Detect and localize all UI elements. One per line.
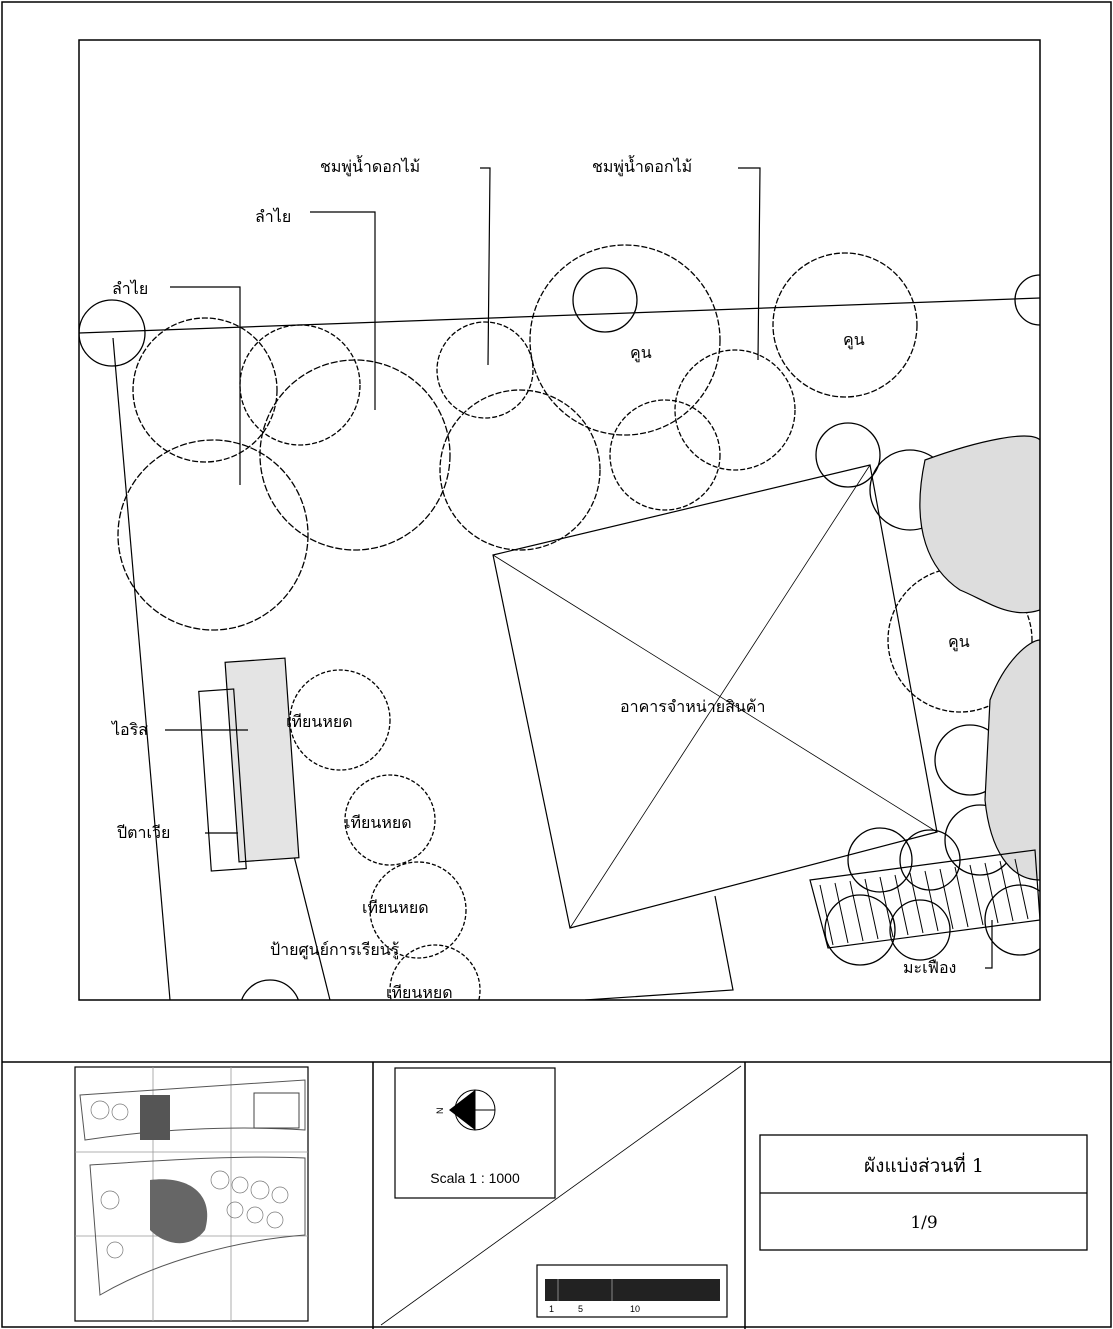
site-boundary-left: [112, 337, 171, 1000]
sheet-number: 1/9: [910, 1213, 937, 1233]
tree-canopies: [79, 244, 1040, 1000]
leader-lines: [165, 167, 993, 969]
sheet-title-box: ผังแบ่งส่วนที่ 1 1/9: [759, 1134, 1088, 1251]
label-chomphu-1: ชมพู่น้ำดอกไม้: [320, 155, 420, 177]
label-khun-3: คูน: [948, 632, 970, 652]
label-chomphu-2: ชมพู่น้ำดอกไม้: [592, 155, 692, 177]
label-khun-1: คูน: [630, 343, 652, 363]
label-pittawia: ปีตาเวีย: [117, 823, 171, 842]
label-thian-2: เทียนหยด: [345, 813, 412, 832]
label-thian-3: เทียนหยด: [362, 898, 429, 917]
pergola: [809, 849, 1040, 949]
shrub-hedge: [919, 435, 1040, 881]
label-mafueang: มะเฟือง: [903, 958, 956, 977]
label-iris: ไอริส: [110, 720, 148, 739]
scale-tick-1: 1: [549, 1304, 554, 1314]
legend-area: N Scala 1 : 1000 1 5 10: [372, 1062, 746, 1329]
label-building: อาคารจำหน่ายสินค้า: [620, 697, 765, 716]
label-thian-1: เทียนหยด: [286, 712, 353, 731]
label-lamyai-2: ลำไย: [112, 279, 148, 298]
scale-label: Scala 1 : 1000: [430, 1170, 520, 1186]
label-sign: ป้ายศูนย์การเรียนรู้: [270, 940, 400, 960]
sales-building: [492, 464, 938, 1000]
path-edge: [289, 839, 331, 1000]
north-letter: N: [435, 1108, 445, 1115]
scale-bar: 1 5 10: [536, 1264, 728, 1318]
site-boundary-top: [79, 297, 1040, 334]
legend-diagonal: [380, 1065, 742, 1326]
planter-beds: [198, 657, 300, 872]
plan-frame: [78, 39, 1041, 1001]
key-map: [74, 1066, 309, 1322]
label-thian-4: เทียนหยด: [386, 983, 453, 1002]
scale-tick-10: 10: [630, 1304, 640, 1314]
north-arrow: N: [435, 1089, 496, 1131]
sheet-title: ผังแบ่งส่วนที่ 1: [864, 1152, 984, 1177]
scale-tick-5: 5: [578, 1304, 583, 1314]
site-plan: ชมพู่น้ำดอกไม้ ชมพู่น้ำดอกไม้ ลำไย ลำไย …: [78, 39, 1041, 1002]
label-lamyai-1: ลำไย: [255, 207, 291, 226]
label-khun-2: คูน: [843, 330, 865, 350]
